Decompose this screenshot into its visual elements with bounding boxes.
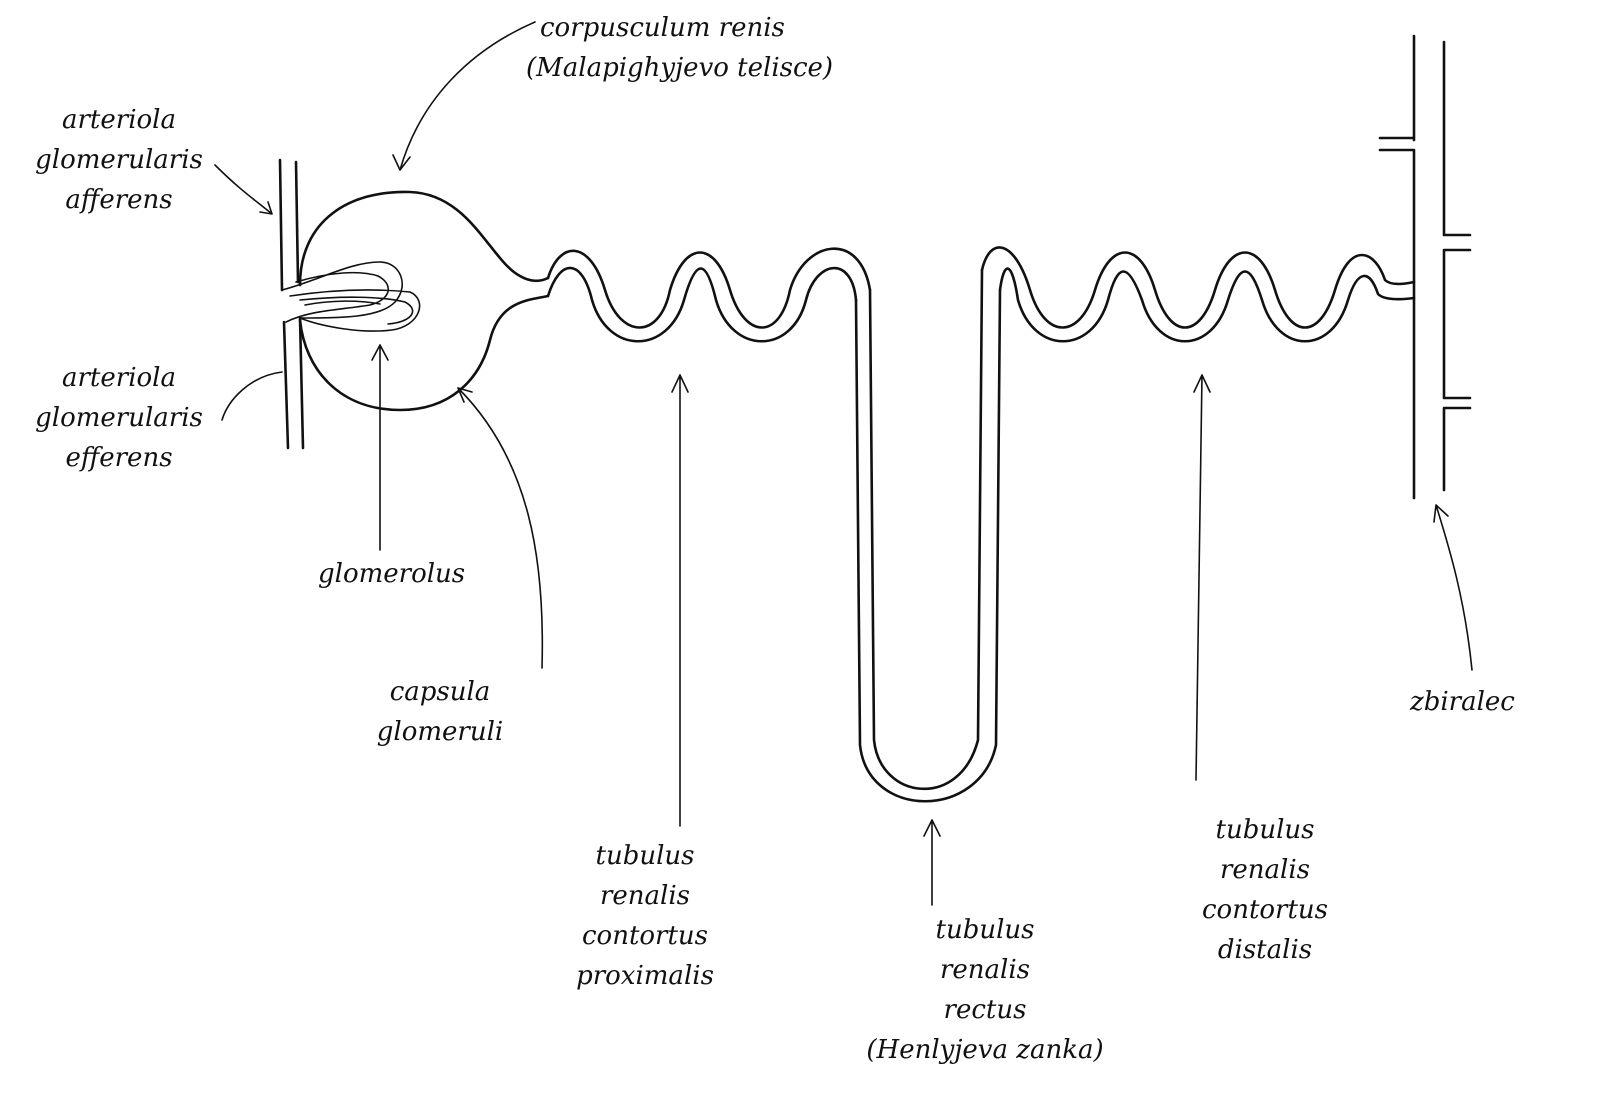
label-tubulus-rectus: tubulus renalis rectus (Henlyjeva zanka) — [820, 910, 1150, 1070]
arrow-rectus — [924, 820, 940, 905]
label-zbiralec: zbiralec — [1410, 682, 1515, 722]
glomerulus-loops — [282, 262, 420, 331]
label-rectus-line2: renalis — [820, 950, 1150, 990]
label-afferens-line3: afferens — [14, 180, 224, 220]
label-tubulus-proximalis: tubulus renalis contortus proximalis — [540, 836, 750, 996]
tubulus-rectus-outer — [870, 270, 982, 789]
label-corpusculum-line2: (Malapighyjevo telisce) — [526, 48, 833, 88]
label-arteriola-afferens: arteriola glomerularis afferens — [14, 100, 224, 220]
arrow-efferens — [222, 372, 282, 420]
arrow-corpusculum — [393, 22, 535, 170]
tubulus-proximalis-inner — [548, 268, 856, 341]
label-corpusculum: corpusculum renis (Malapighyjevo telisce… — [540, 8, 833, 88]
label-tubulus-distalis: tubulus renalis contortus distalis — [1160, 810, 1370, 970]
label-proximalis-line2: renalis — [540, 876, 750, 916]
arrow-distalis — [1194, 375, 1210, 780]
label-capsula-line2: glomeruli — [340, 712, 540, 752]
label-distalis-line1: tubulus — [1160, 810, 1370, 850]
label-proximalis-line1: tubulus — [540, 836, 750, 876]
arrow-glomerulus — [372, 345, 388, 550]
label-glomerulus-line1: glomerolus — [318, 554, 465, 594]
arteriola-afferens-vessel — [280, 160, 298, 290]
label-rectus-line4: (Henlyjeva zanka) — [820, 1030, 1150, 1070]
arrow-capsula — [458, 388, 542, 668]
label-proximalis-line3: contortus — [540, 916, 750, 956]
label-rectus-line3: rectus — [820, 990, 1150, 1030]
label-zbiralec-line1: zbiralec — [1410, 682, 1515, 722]
label-glomerulus: glomerolus — [318, 554, 465, 594]
label-distalis-line2: renalis — [1160, 850, 1370, 890]
label-afferens-line2: glomerularis — [14, 140, 224, 180]
label-proximalis-line4: proximalis — [540, 956, 750, 996]
arrow-proximalis — [672, 375, 688, 826]
tubulus-distalis-outer — [982, 247, 1414, 327]
label-distalis-line3: contortus — [1160, 890, 1370, 930]
label-capsula: capsula glomeruli — [340, 672, 540, 752]
label-corpusculum-line1: corpusculum renis — [540, 8, 833, 48]
label-rectus-line1: tubulus — [820, 910, 1150, 950]
label-distalis-line4: distalis — [1160, 930, 1370, 970]
label-efferens-line3: efferens — [14, 438, 224, 478]
label-efferens-line2: glomerularis — [14, 398, 224, 438]
label-afferens-line1: arteriola — [14, 100, 224, 140]
zbiralec-duct — [1380, 36, 1470, 498]
tubulus-proximalis-outer — [548, 249, 870, 328]
label-capsula-line1: capsula — [340, 672, 540, 712]
label-efferens-line1: arteriola — [14, 358, 224, 398]
label-arteriola-efferens: arteriola glomerularis efferens — [14, 358, 224, 478]
arrow-zbiralec — [1434, 505, 1472, 670]
arteriola-efferens-vessel — [284, 318, 303, 448]
tubulus-distalis-inner — [1000, 269, 1414, 342]
